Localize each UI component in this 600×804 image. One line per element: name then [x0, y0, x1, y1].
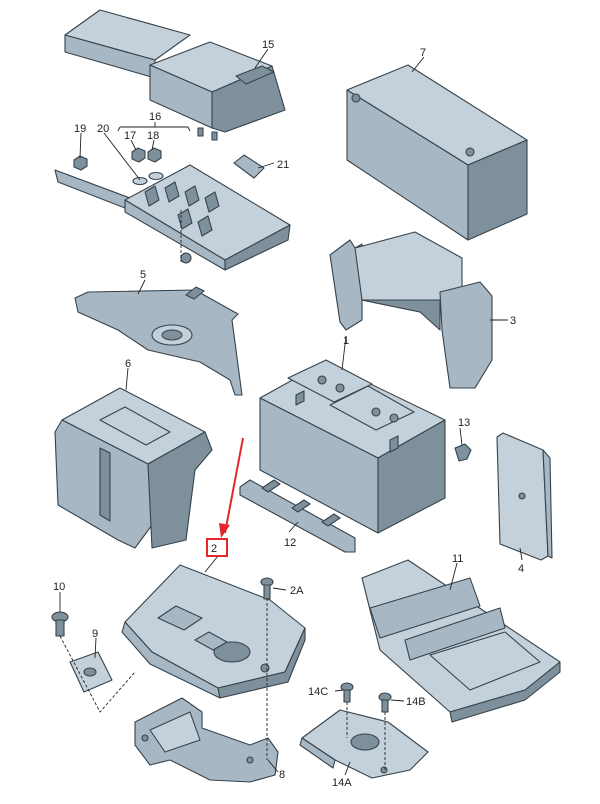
part-2A-bolt[interactable]	[260, 577, 274, 600]
label-20: 20	[97, 123, 109, 135]
dashed-assembly-lines	[59, 210, 386, 770]
label-8: 8	[279, 769, 285, 781]
label-15: 15	[262, 39, 274, 51]
part-7-battery-cover[interactable]	[346, 64, 528, 241]
label-5: 5	[140, 269, 146, 281]
label-21: 21	[277, 159, 289, 171]
part-14C-bolt[interactable]	[340, 682, 354, 703]
label-14C: 14C	[308, 686, 328, 698]
part-8-tray-bracket[interactable]	[134, 697, 279, 783]
label-17: 17	[124, 130, 136, 142]
label-11: 11	[452, 553, 463, 565]
part-12-cable-duct[interactable]	[239, 479, 356, 553]
label-12: 12	[284, 537, 296, 549]
part-5-bracket[interactable]	[74, 286, 243, 396]
label-16: 16	[149, 111, 161, 123]
part-11-base-plate[interactable]	[361, 559, 561, 723]
label-2A: 2A	[290, 585, 304, 597]
callout-labels: 15 7 16 19 20 17 18 21 5 3 1 6 13 4 12 2…	[53, 39, 524, 789]
label-4: 4	[518, 563, 524, 575]
part-21-fuse[interactable]	[233, 154, 265, 179]
leader-lines	[59, 48, 523, 776]
label-14A: 14A	[332, 777, 352, 789]
label-1: 1	[343, 335, 349, 347]
highlight-arrow	[219, 437, 244, 538]
part-14B-bolt[interactable]	[378, 692, 392, 713]
part-2-battery-tray[interactable]	[121, 564, 306, 699]
label-7: 7	[420, 47, 426, 59]
part-16-fuse-carrier[interactable]	[54, 164, 291, 271]
part-20-washer[interactable]	[132, 171, 164, 186]
part-1-battery[interactable]	[259, 359, 446, 534]
label-19: 19	[74, 123, 86, 135]
highlight-box-part-2	[206, 538, 228, 557]
label-18: 18	[147, 130, 159, 142]
part-15-fusebox-cover[interactable]	[64, 9, 286, 141]
part-14A-bracket[interactable]	[299, 709, 429, 779]
part-13-bolt[interactable]	[454, 427, 472, 462]
label-3: 3	[510, 315, 516, 327]
label-14B: 14B	[406, 696, 426, 708]
part-18-nut[interactable]	[147, 147, 162, 163]
part-6-insulation-cover[interactable]	[54, 387, 213, 549]
label-9: 9	[92, 628, 98, 640]
label-13: 13	[458, 417, 470, 429]
part-10-screw[interactable]	[51, 611, 69, 637]
part-4-panel[interactable]	[496, 432, 553, 561]
label-10: 10	[53, 581, 65, 593]
label-6: 6	[125, 358, 131, 370]
part-9-clip-nut[interactable]	[69, 651, 113, 693]
label-2[interactable]: 2	[211, 543, 217, 555]
part-3-battery-bracket[interactable]	[329, 231, 493, 389]
part-17-nut[interactable]	[131, 147, 146, 163]
part-19-nut[interactable]	[73, 155, 88, 171]
